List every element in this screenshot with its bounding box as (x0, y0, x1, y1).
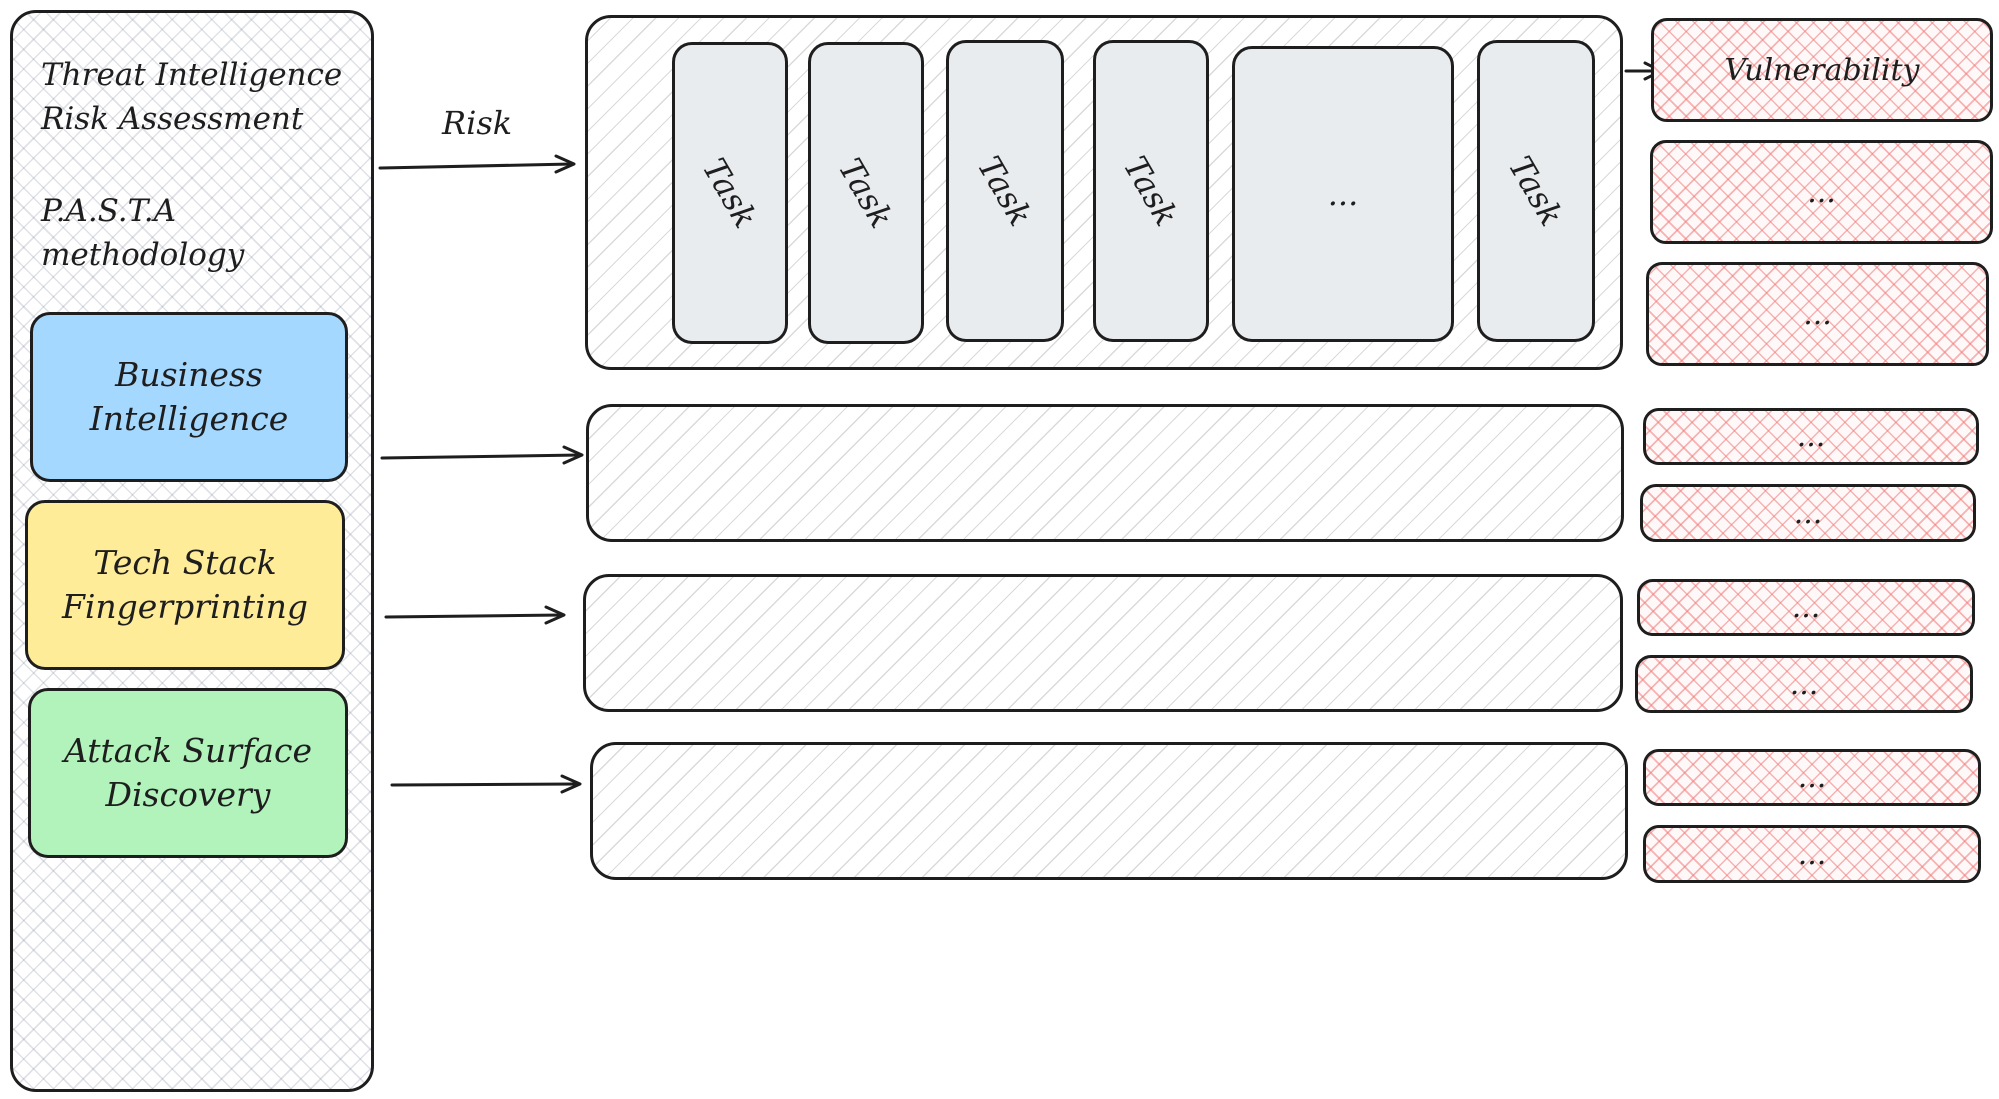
arrow-row2 (380, 453, 582, 460)
row-container-4 (590, 742, 1628, 880)
vulnerability-box: ... (1650, 140, 1993, 244)
task-card: Task (672, 42, 788, 344)
row-container-2 (586, 404, 1624, 542)
vulnerability-box: ... (1643, 825, 1981, 883)
panel-subtitle: P.A.S.T.A methodology (41, 193, 245, 273)
risk-label: Risk (442, 104, 513, 142)
row-container-3 (583, 574, 1623, 712)
vulnerability-box: ... (1643, 749, 1981, 806)
task-card: Task (1093, 40, 1209, 342)
panel-title: Threat Intelligence Risk Assessment (41, 57, 343, 137)
vulnerability-box: ... (1646, 262, 1989, 366)
business-intelligence-box: Business Intelligence (30, 312, 348, 482)
tech-stack-fingerprinting-box: Tech Stack Fingerprinting (25, 500, 345, 670)
risk-arrow (378, 162, 574, 170)
task-card: Task (1477, 40, 1595, 342)
vulnerability-box: Vulnerability (1651, 18, 1993, 122)
vulnerability-box: ... (1637, 579, 1975, 636)
attack-surface-discovery-box: Attack Surface Discovery (28, 688, 348, 858)
task-card: Task (946, 40, 1064, 342)
arrow-row4 (390, 782, 580, 787)
vulnerability-box: ... (1635, 655, 1973, 713)
vulnerability-box: ... (1643, 408, 1979, 465)
arrow-row3 (384, 613, 564, 619)
task-card: Task (808, 42, 924, 344)
task-card-ellipsis: ... (1232, 46, 1454, 342)
vulnerability-box: ... (1640, 484, 1976, 542)
